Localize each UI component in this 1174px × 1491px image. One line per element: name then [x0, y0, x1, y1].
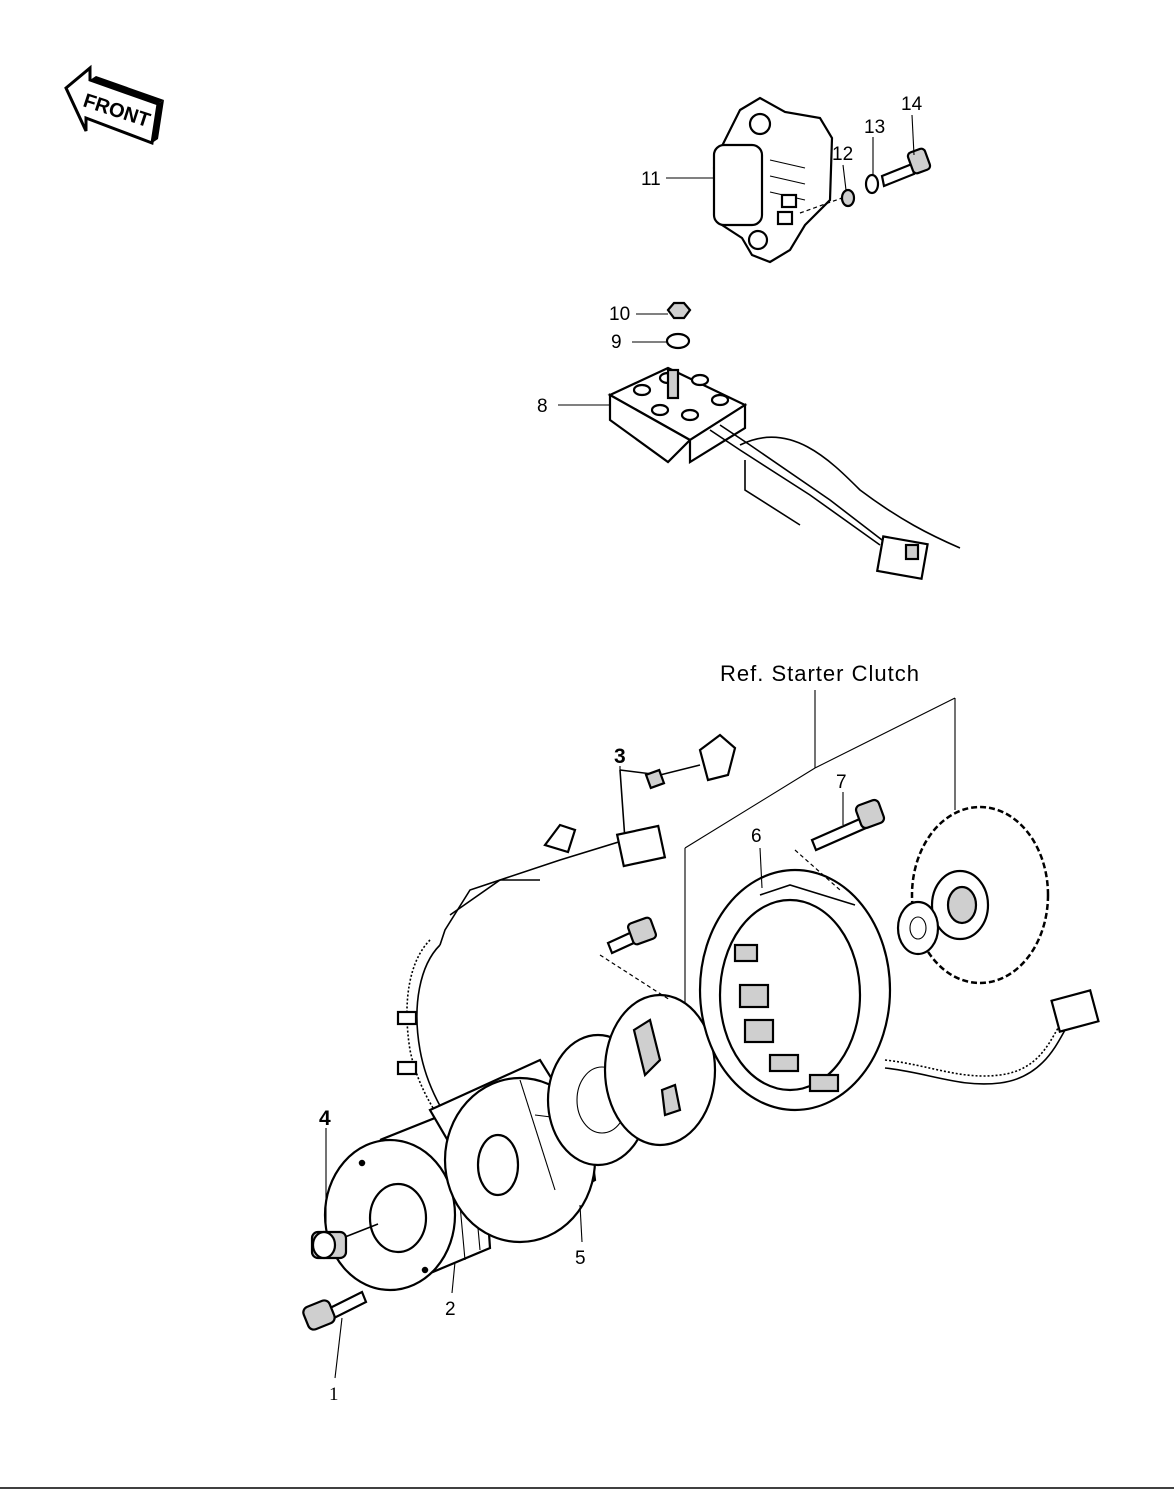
screw [606, 916, 658, 955]
callout-12: 12 [832, 144, 853, 165]
nut-part-10 [666, 301, 692, 320]
callout-11: 11 [641, 169, 661, 190]
callout-10: 10 [609, 304, 630, 325]
regulator-part-11 [712, 96, 834, 264]
callout-2: 2 [445, 1299, 456, 1320]
reference-label: Ref. Starter Clutch [720, 661, 920, 686]
bolt-part-14 [880, 147, 932, 188]
nut-part-4 [310, 1223, 379, 1260]
bolt-part-1 [302, 1290, 368, 1331]
callout-13: 13 [864, 117, 885, 138]
rectifier-part-8 [607, 366, 961, 580]
callout-4: 4 [319, 1107, 331, 1130]
callout-9: 9 [611, 332, 622, 353]
lock-washer-part-13 [864, 173, 880, 195]
stator-part-6 [698, 868, 1100, 1112]
hub [603, 993, 717, 1147]
callout-5: 5 [575, 1248, 586, 1269]
callout-1: 1 [329, 1384, 339, 1405]
callout-14: 14 [901, 94, 923, 115]
callout-3: 3 [614, 745, 626, 768]
washer-part-9 [665, 332, 691, 350]
callout-7: 7 [836, 772, 847, 793]
callout-8: 8 [537, 396, 548, 417]
callout-6: 6 [751, 826, 762, 847]
bolt-part-7 [810, 798, 886, 852]
starter-gear [896, 805, 1050, 985]
front-arrow-icon: FRONT [64, 64, 164, 146]
washer-part-12 [840, 188, 856, 208]
